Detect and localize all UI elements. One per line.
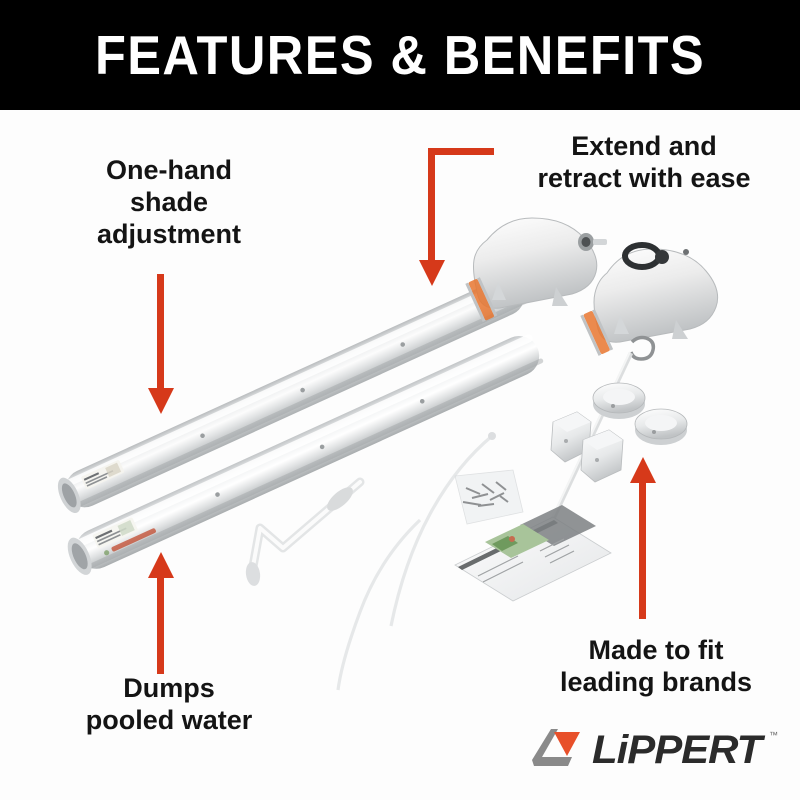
- arrow-shaft: [157, 274, 164, 392]
- arrow-head-icon: [419, 260, 445, 286]
- hardware-screw-bag: [454, 469, 524, 525]
- trademark-symbol: ™: [769, 730, 778, 740]
- header-bar: [0, 0, 800, 110]
- arrow-shaft-horizontal: [428, 148, 494, 155]
- arrow-elbow-extend-retract: [419, 148, 498, 290]
- arrow-shaft: [639, 481, 646, 619]
- arrow-up-dumps-pooled-water: [148, 552, 174, 674]
- arrow-shaft-vertical: [428, 148, 435, 264]
- arrow-head-icon: [148, 388, 174, 414]
- arrow-up-made-to-fit: [630, 457, 656, 619]
- awning-roller-tube-upper: [57, 276, 528, 514]
- motor-housing-upper: [465, 217, 607, 323]
- end-cap-upper: [592, 382, 646, 419]
- instruction-manual: [454, 505, 612, 602]
- end-cap-lower: [634, 408, 688, 445]
- lippert-logo: LiPPERT ™: [528, 726, 778, 778]
- callout-one-hand-shade-adjustment: One-hand shade adjustment: [96, 155, 242, 249]
- mounting-bracket-left: [550, 411, 592, 463]
- callout-dumps-pooled-water: Dumps pooled water: [85, 673, 253, 735]
- arrow-head-icon: [630, 457, 656, 483]
- page-title: FEATURES & BENEFITS: [94, 24, 706, 86]
- crank-handle: [245, 477, 365, 586]
- awning-roller-tube-lower: [67, 334, 544, 575]
- lippert-wordmark: LiPPERT: [592, 728, 762, 772]
- pull-cord-secondary: [336, 432, 496, 691]
- arrow-shaft: [157, 576, 164, 674]
- arrow-head-icon: [148, 552, 174, 578]
- mounting-bracket-right: [580, 429, 624, 483]
- arrow-down-one-hand: [148, 274, 174, 416]
- lippert-chevron-mark-icon: [532, 729, 580, 766]
- callout-made-to-fit-leading-brands: Made to fit leading brands: [559, 635, 753, 697]
- motor-housing-lower: [580, 242, 719, 356]
- product-photo: [57, 217, 719, 691]
- callout-extend-and-retract-with-ease: Extend and retract with ease: [537, 131, 751, 193]
